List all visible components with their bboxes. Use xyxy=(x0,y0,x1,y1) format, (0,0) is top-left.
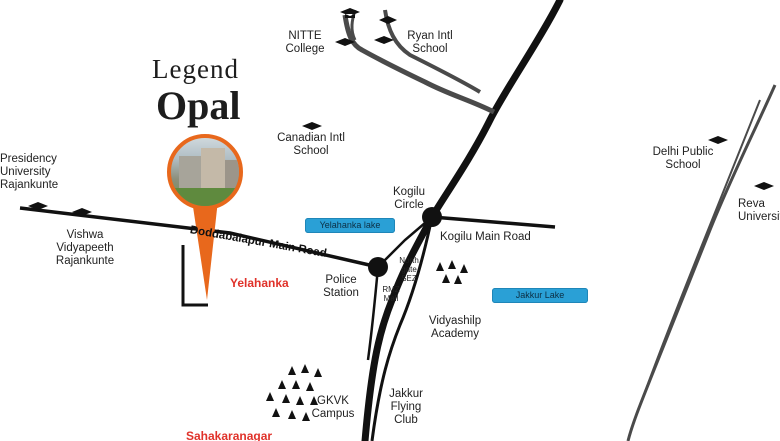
kogilu-main-road xyxy=(431,215,556,229)
kogilu-main-road-label: Kogilu Main Road xyxy=(440,231,531,243)
property-pin-photo[interactable] xyxy=(167,134,243,210)
presidency-label: Presidency University Rajankunte xyxy=(0,153,59,191)
vidyashilp-label: Vidyashilp Academy xyxy=(428,315,482,340)
property-site-outline xyxy=(181,245,208,307)
jakkur-lake: Jakkur Lake xyxy=(492,288,588,303)
brand-line2: Opal xyxy=(156,83,241,128)
nitte-branch-road xyxy=(342,14,496,115)
location-pin-tail xyxy=(192,200,218,300)
north-gate-label: North gate SEZ xyxy=(399,256,419,283)
kogilu-circle-label: Kogilu Circle xyxy=(393,186,425,211)
tree-cluster-vidyashilp xyxy=(436,260,468,284)
kogilu-south-road xyxy=(370,216,434,441)
jakkur-flying-label: Jakkur Flying Club xyxy=(389,388,423,426)
tree-cluster-gkvk xyxy=(266,364,322,421)
doddaballapur-road xyxy=(19,206,379,269)
yelahanka-lake: Yelahanka lake xyxy=(305,218,395,233)
brand-line1: Legend xyxy=(152,54,239,84)
police-station-junction xyxy=(368,257,388,277)
gkvk-label: GKVK Campus xyxy=(311,395,355,420)
rmz-mall-label: RMZ Mall xyxy=(382,285,400,303)
nitte-label: NITTE College xyxy=(285,30,325,55)
eastern-road xyxy=(626,84,777,441)
yelahanka-label: Yelahanka xyxy=(230,276,289,290)
reva-label: Reva University xyxy=(738,198,780,223)
eastern-road-inner xyxy=(641,99,761,401)
ryan-label: Ryan Intl School xyxy=(407,30,453,55)
delhi-public-label: Delhi Public School xyxy=(652,146,714,171)
school-icons xyxy=(28,8,774,216)
sahakaranagar-label: Sahakaranagar xyxy=(186,429,273,441)
vishwa-label: Vishwa Vidyapeeth Rajankunte xyxy=(55,229,115,267)
ryan-branch-road xyxy=(383,9,482,94)
canadian-label: Canadian Intl School xyxy=(277,132,345,157)
station-link-road xyxy=(377,216,433,268)
police-station-label: Police Station xyxy=(323,274,359,299)
kogilu-circle-junction xyxy=(422,207,442,227)
